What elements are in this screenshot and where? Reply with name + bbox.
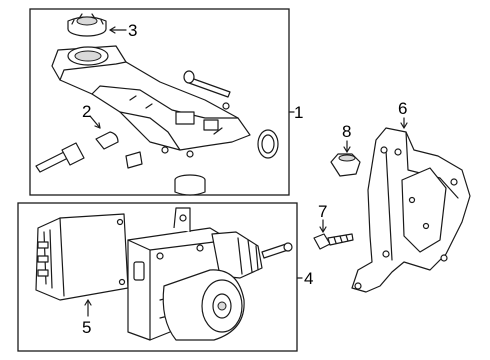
grommet <box>125 151 206 196</box>
leader-lines <box>84 26 408 317</box>
callout-5: 5 <box>82 318 91 337</box>
callout-1: 1 <box>294 103 303 122</box>
abs-module-group-frame <box>17 202 298 352</box>
master-cylinder-group-frame <box>29 8 290 196</box>
abs-modulator <box>127 207 293 341</box>
mounting-bracket <box>351 127 471 293</box>
master-cylinder <box>51 45 251 158</box>
callout-4: 4 <box>304 269 313 288</box>
seal-ring <box>257 129 279 159</box>
callout-6: 6 <box>398 99 407 118</box>
reservoir-cap <box>67 13 107 37</box>
electronic-control-module <box>35 213 129 301</box>
callout-3: 3 <box>128 21 137 40</box>
callout-2: 2 <box>82 102 91 121</box>
pressure-sensor <box>35 131 119 173</box>
bracket-bolt <box>313 233 354 250</box>
callout-7: 7 <box>318 202 327 221</box>
mounting-bolt <box>183 70 231 98</box>
hex-nut <box>330 153 361 177</box>
callout-8: 8 <box>342 122 351 141</box>
